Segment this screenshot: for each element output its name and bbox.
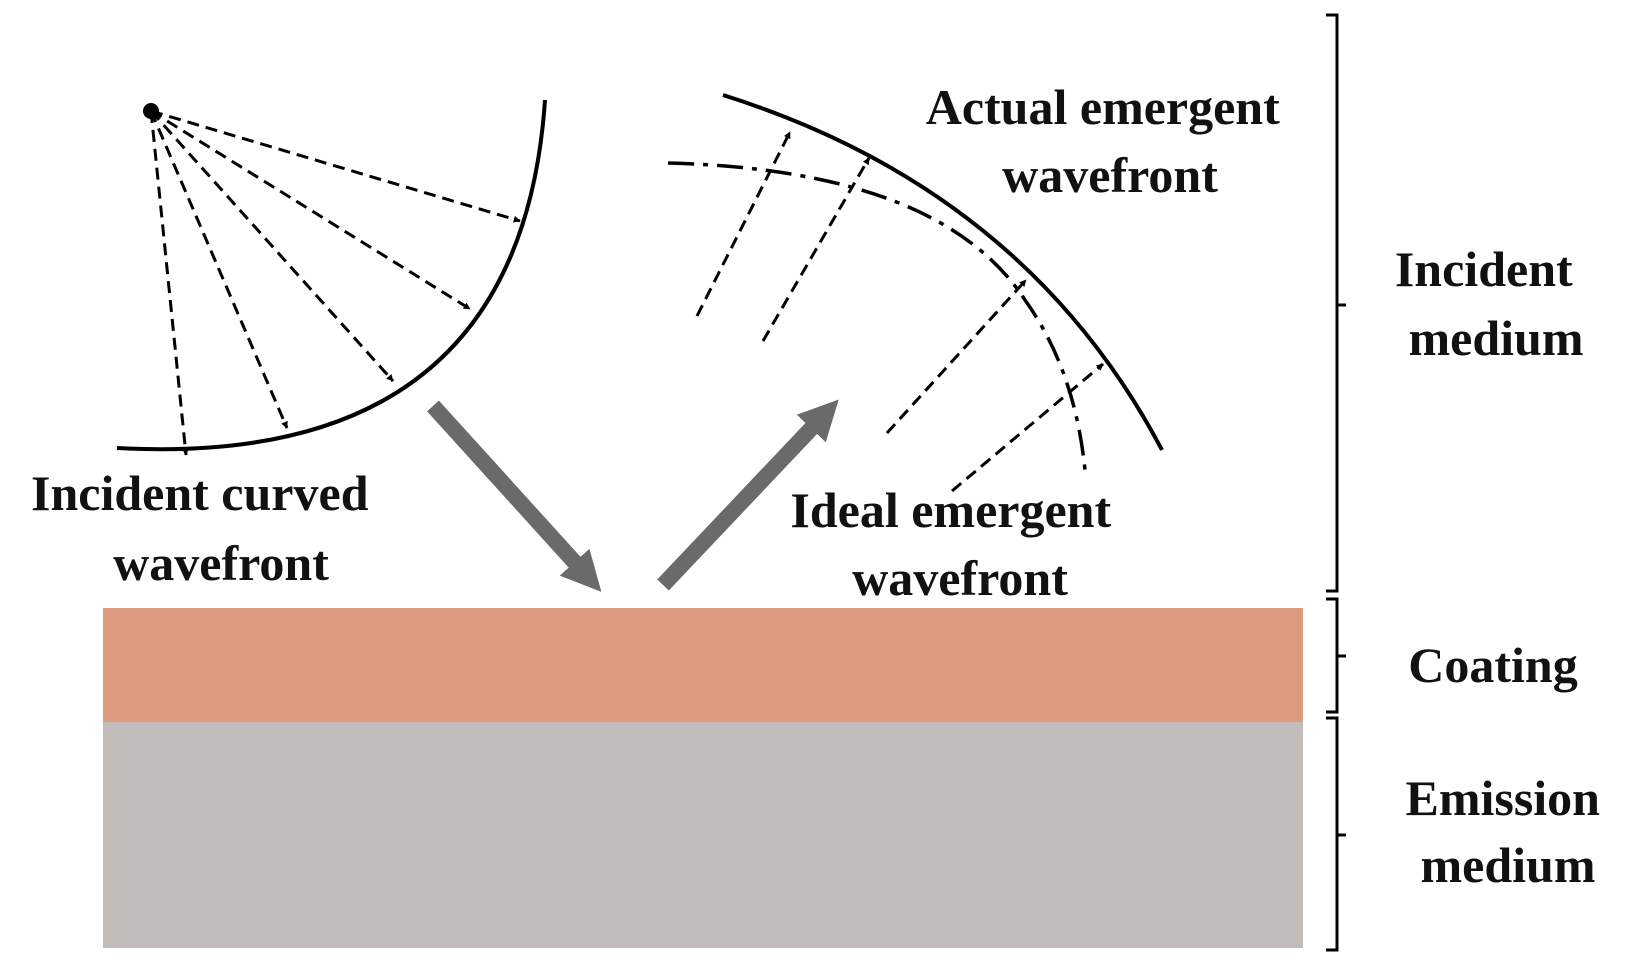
emission-medium-label: Emission medium — [1405, 770, 1612, 893]
incident-rays — [149, 109, 521, 456]
emergent-rays — [695, 131, 1104, 493]
incident-wavefront-curve — [116, 99, 547, 452]
outgoing-thick-arrow — [657, 399, 839, 591]
coating-layer — [103, 608, 1303, 722]
ideal-emergent-wavefront-curve — [667, 161, 1087, 471]
incident-medium-label: Incident medium — [1395, 241, 1585, 366]
incident-wavefront-label: Incident curved wavefront — [31, 465, 381, 591]
coating-label: Coating — [1408, 637, 1577, 693]
medium-bracket — [1326, 13, 1346, 952]
incoming-thick-arrow — [427, 400, 602, 592]
ideal-emergent-label: Ideal emergent wavefront — [790, 482, 1123, 606]
emission-medium-layer — [103, 722, 1303, 948]
actual-emergent-wavefront-curve — [722, 93, 1164, 451]
actual-emergent-label: Actual emergent wavefront — [926, 79, 1293, 203]
